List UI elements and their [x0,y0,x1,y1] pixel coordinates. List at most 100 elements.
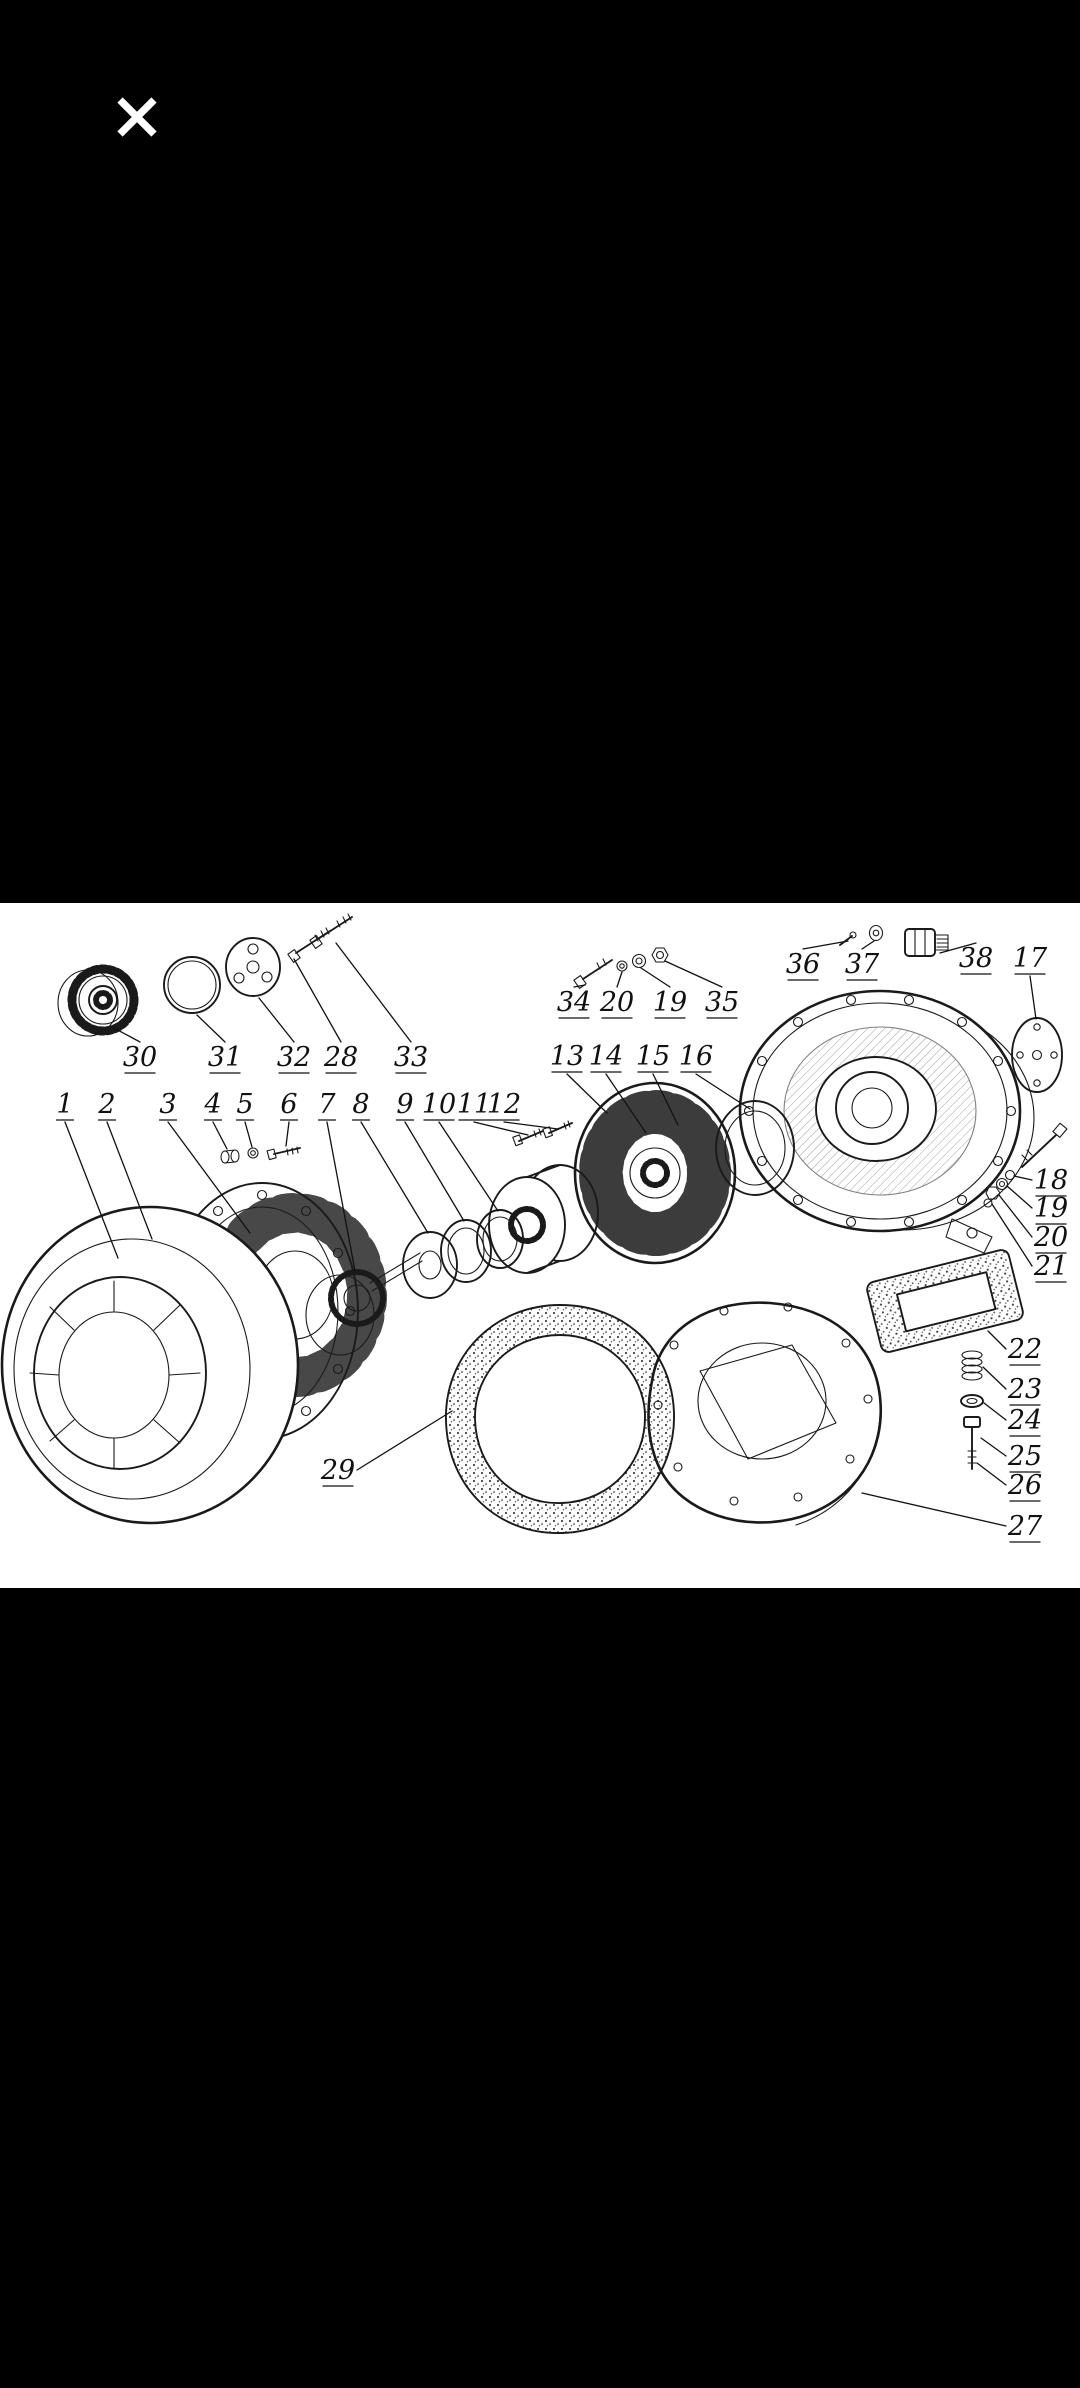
bolts-11-12-drawing [512,1120,573,1147]
rear-housing-drawing [738,989,1035,1254]
svg-text:3: 3 [159,1089,176,1120]
parts-23-26-drawing [960,1350,984,1470]
part-callout: 23 [982,1366,1042,1406]
part-callout: 11 [457,1089,529,1136]
part-callout: 15 [636,1041,679,1126]
gasket-29-drawing [445,1304,675,1534]
hub-drum-drawing [488,1164,599,1274]
exploded-parts-diagram: 1234567891011121314151617181920212223242… [0,913,1068,1543]
part-callout: 20 [599,971,634,1019]
svg-text:30: 30 [123,1042,157,1073]
svg-text:14: 14 [589,1041,623,1072]
svg-text:6: 6 [280,1089,297,1120]
svg-text:32: 32 [277,1042,311,1073]
close-icon [117,97,157,137]
svg-text:29: 29 [320,1455,355,1486]
svg-text:31: 31 [208,1042,242,1073]
part-callout: 10 [422,1089,499,1212]
svg-text:33: 33 [394,1042,428,1073]
svg-text:38: 38 [959,943,993,974]
part-callout: 14 [589,1041,647,1134]
svg-text:28: 28 [323,1042,358,1073]
part-callout: 35 [664,960,739,1019]
plate-32-drawing [225,937,281,997]
svg-text:16: 16 [679,1041,713,1072]
right-fasteners-drawing [983,1122,1068,1208]
plug-drawing [904,928,949,957]
svg-text:24: 24 [1007,1405,1042,1436]
svg-text:9: 9 [396,1089,413,1120]
part-callout: 28 [293,958,358,1074]
part-callout: 38 [939,942,993,975]
part-callout: 22 [987,1330,1042,1366]
svg-text:20: 20 [599,987,634,1018]
part-callout: 32 [258,997,311,1074]
svg-text:7: 7 [318,1089,336,1120]
part-callout: 30 [111,1026,157,1074]
part-callout: 25 [980,1437,1042,1473]
svg-text:34: 34 [557,987,591,1018]
svg-text:5: 5 [236,1089,253,1120]
part-callout: 4 [203,1089,228,1150]
stator-wheel-drawing [573,1081,737,1265]
part-callout: 18 [1013,1165,1068,1197]
svg-text:22: 22 [1007,1334,1042,1365]
cover-plate-drawing [1011,1017,1063,1093]
part-callout: 17 [1013,943,1048,1020]
part-callout: 19 [1006,1185,1068,1225]
small-fasteners-drawing [220,1146,301,1164]
svg-text:15: 15 [636,1041,670,1072]
part-callout: 5 [235,1089,255,1148]
part-callout: 13 [550,1041,608,1114]
part-callout: 12 [487,1089,559,1130]
svg-text:12: 12 [487,1089,521,1120]
svg-text:20: 20 [1033,1222,1068,1253]
gear-drawing [57,964,139,1037]
ring-31-drawing [163,956,221,1014]
svg-text:11: 11 [457,1089,491,1120]
part-callout: 16 [679,1041,751,1110]
svg-text:10: 10 [422,1089,456,1120]
svg-text:21: 21 [1033,1251,1068,1282]
part-callout: 33 [335,942,428,1074]
housing-cover-drawing [647,1301,883,1526]
svg-text:1: 1 [56,1089,73,1120]
svg-text:26: 26 [1007,1470,1042,1501]
svg-text:36: 36 [786,949,820,980]
svg-text:4: 4 [203,1089,221,1120]
part-callout: 21 [991,1203,1068,1283]
part-callout: 19 [640,967,687,1019]
part-callout: 2 [97,1089,153,1240]
svg-text:35: 35 [705,987,739,1018]
discs-rings-drawing [402,1209,524,1299]
part-callout: 34 [557,984,591,1019]
svg-text:2: 2 [97,1089,115,1120]
part-callout: 6 [279,1089,299,1147]
part-callout: 7 [317,1089,356,1272]
bolts-28-33-drawing [287,913,353,963]
part-callout: 1 [55,1089,119,1259]
svg-text:27: 27 [1007,1511,1043,1542]
part-callout: 8 [351,1089,429,1234]
close-button[interactable] [103,83,171,151]
part-callout: 31 [196,1014,242,1074]
svg-text:13: 13 [550,1041,584,1072]
part-callout: 24 [983,1402,1042,1437]
part-callout: 3 [158,1089,251,1234]
svg-text:18: 18 [1034,1165,1068,1196]
svg-text:8: 8 [352,1089,369,1120]
svg-text:19: 19 [653,987,687,1018]
part-callout: 37 [845,940,880,981]
gasket-22-drawing [866,1249,1024,1353]
svg-text:25: 25 [1007,1441,1042,1472]
part-callout: 26 [976,1462,1042,1502]
part-callout: 27 [861,1492,1043,1543]
svg-text:37: 37 [845,949,880,980]
part-callout: 36 [786,940,849,981]
part-callout: 29 [320,1410,453,1487]
svg-text:23: 23 [1007,1374,1042,1405]
svg-text:17: 17 [1013,943,1048,974]
svg-text:19: 19 [1034,1193,1068,1224]
